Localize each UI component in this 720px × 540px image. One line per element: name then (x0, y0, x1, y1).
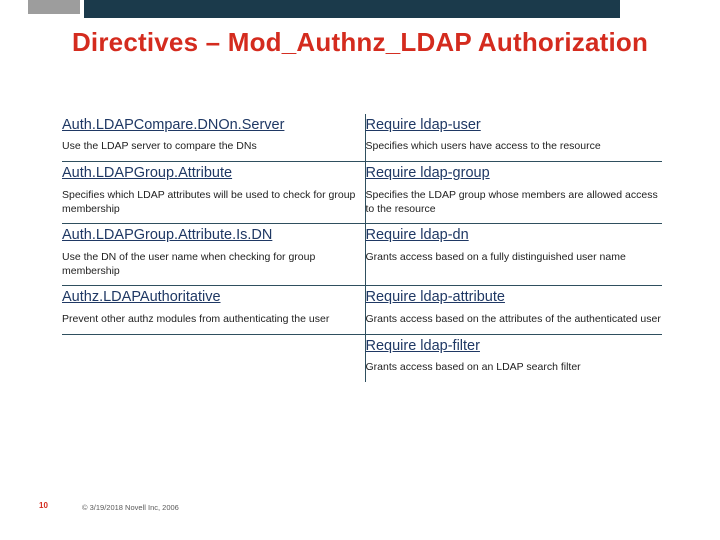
header-accent-bar-dark (84, 0, 620, 18)
table-cell-requirement: Require ldap-dn Grants access based on a… (365, 223, 662, 287)
page-title: Directives – Mod_Authnz_LDAP Authorizati… (71, 27, 649, 57)
slide-number: 10 (39, 501, 48, 510)
requirement-description: Grants access based on an LDAP search fi… (365, 361, 581, 374)
table-cell-directive: Authz.LDAPAuthoritative Prevent other au… (62, 285, 366, 335)
directive-description: Specifies which LDAP attributes will be … (62, 188, 356, 215)
directives-table-wrapper: Auth.LDAPCompare.DNOn.Server Use the LDA… (62, 114, 662, 382)
directive-description: Use the DN of the user name when checkin… (62, 250, 316, 277)
requirement-description: Specifies the LDAP group whose members a… (365, 188, 658, 215)
header-accent-bar-gray (28, 0, 80, 14)
footer-copyright: © 3/19/2018 Novell Inc, 2006 (82, 503, 179, 512)
table-row: Auth.LDAPCompare.DNOn.Server Use the LDA… (62, 114, 662, 163)
table-cell-directive: Auth.LDAPGroup.Attribute.Is.DN Use the D… (62, 223, 366, 287)
requirement-name: Require ldap-user (365, 117, 481, 133)
table-cell-requirement: Require ldap-group Specifies the LDAP gr… (365, 161, 662, 225)
requirement-description: Specifies which users have access to the… (365, 140, 601, 153)
table-cell-directive: Auth.LDAPCompare.DNOn.Server Use the LDA… (62, 114, 366, 163)
requirement-name: Require ldap-filter (365, 337, 480, 354)
table-row: Authz.LDAPAuthoritative Prevent other au… (62, 285, 662, 335)
table-row: Require ldap-filter Grants access based … (62, 334, 662, 382)
directive-name: Auth.LDAPCompare.DNOn.Server (62, 117, 285, 133)
table-cell-directive: Auth.LDAPGroup.Attribute Specifies which… (62, 161, 366, 225)
directive-description: Prevent other authz modules from authent… (62, 312, 330, 325)
table-cell-requirement: Require ldap-filter Grants access based … (365, 334, 662, 382)
table-cell-requirement: Require ldap-attribute Grants access bas… (365, 285, 662, 335)
table-row: Auth.LDAPGroup.Attribute.Is.DN Use the D… (62, 223, 662, 287)
directives-table: Auth.LDAPCompare.DNOn.Server Use the LDA… (62, 114, 662, 382)
requirement-description: Grants access based on a fully distingui… (365, 250, 626, 263)
directive-name: Auth.LDAPGroup.Attribute (62, 165, 233, 182)
table-cell-directive-empty (62, 334, 366, 382)
directive-description: Use the LDAP server to compare the DNs (62, 140, 257, 153)
table-cell-requirement: Require ldap-user Specifies which users … (365, 114, 662, 163)
directive-description (62, 340, 365, 344)
requirement-name: Require ldap-attribute (365, 289, 505, 306)
requirement-name: Require ldap-dn (365, 227, 469, 244)
directive-name: Auth.LDAPGroup.Attribute.Is.DN (62, 227, 273, 244)
requirement-description: Grants access based on the attributes of… (365, 312, 661, 325)
directive-name: Authz.LDAPAuthoritative (62, 289, 221, 306)
requirement-name: Require ldap-group (365, 165, 490, 182)
table-row: Auth.LDAPGroup.Attribute Specifies which… (62, 161, 662, 225)
